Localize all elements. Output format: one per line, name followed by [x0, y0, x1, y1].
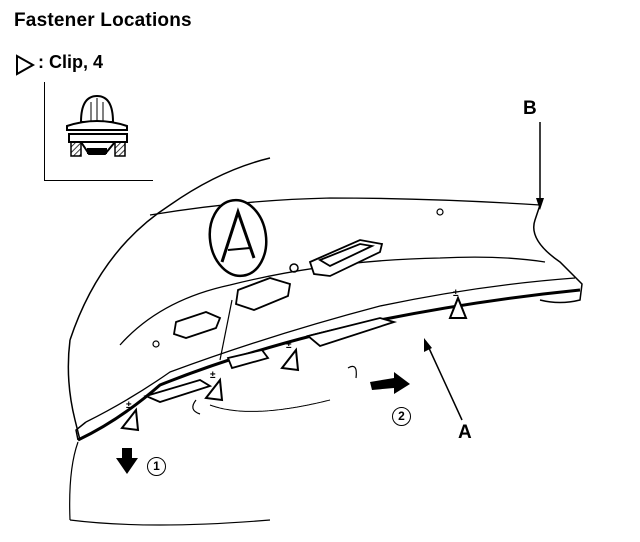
step-2-marker: 2 [392, 407, 411, 426]
arrow-right-icon [370, 372, 410, 394]
svg-text:±: ± [126, 400, 132, 411]
label-a: A [458, 422, 472, 443]
lamp-opening [143, 239, 398, 403]
svg-text:±: ± [453, 288, 459, 299]
step-1-marker: 1 [147, 457, 166, 476]
clip-detail-drawing [66, 94, 128, 157]
clip-marker [120, 295, 468, 432]
emblem-icon [208, 198, 268, 278]
clip-marker-tag: ± ± ± ± [126, 288, 459, 411]
legend-text: : Clip, 4 [38, 52, 104, 72]
arrow-down-icon [116, 448, 138, 474]
trunk-lid-outline [69, 157, 271, 341]
trunk-garnish-a [77, 288, 581, 442]
triangle-clip-icon [16, 54, 36, 76]
svg-text:±: ± [210, 370, 216, 381]
svg-text:±: ± [286, 340, 292, 351]
clip-detail-inset [44, 82, 153, 181]
label-b: B [523, 98, 537, 119]
page-title: Fastener Locations [14, 10, 192, 31]
